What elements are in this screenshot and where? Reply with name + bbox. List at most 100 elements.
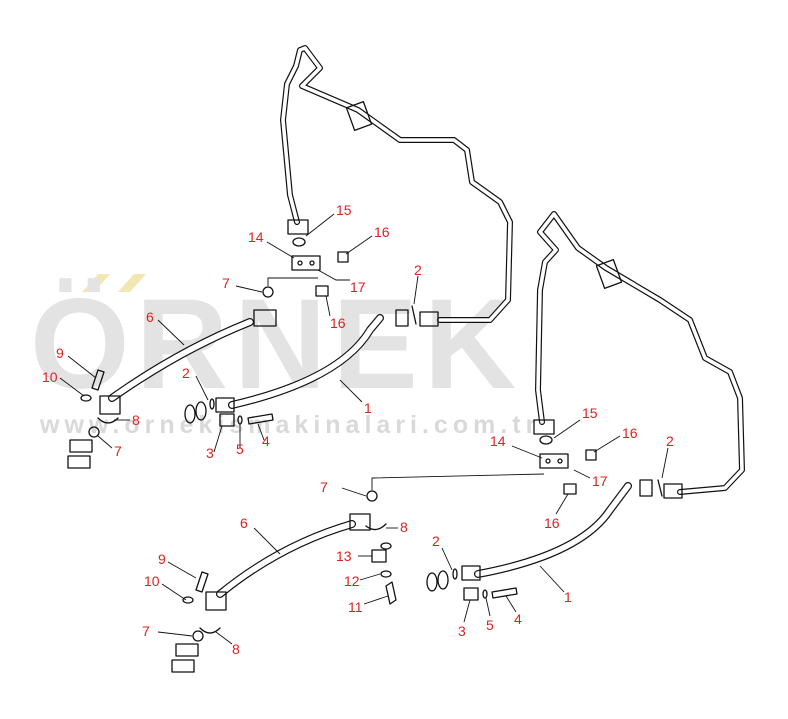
callout-6: 6: [146, 309, 154, 325]
leader: [441, 547, 453, 571]
lower-bolt-4: [491, 587, 518, 599]
leader: [157, 631, 193, 637]
leader: [463, 599, 471, 623]
watermark-dot-left: [82, 274, 110, 292]
upper-long-pipe: [280, 45, 513, 323]
callout-17: 17: [350, 279, 366, 295]
lower-plug-line: [371, 473, 545, 490]
lower-hose6-flange: [205, 591, 227, 611]
lower-pipe-end-flange: [533, 419, 555, 435]
callout-8: 8: [132, 412, 140, 428]
lower-oring-12: [380, 570, 392, 578]
lower-long-pipe: [535, 211, 745, 495]
leader: [553, 419, 581, 439]
callout-7: 7: [142, 623, 150, 639]
leader: [325, 295, 331, 317]
upper-block-hole: [297, 260, 303, 266]
upper-hose1-fitting: [215, 397, 235, 413]
callout-16: 16: [374, 224, 390, 240]
lower-hose-1: [474, 482, 632, 578]
leader: [363, 595, 389, 605]
lower-pipe-clamp: [595, 258, 623, 290]
leader: [253, 527, 281, 555]
upper-hose6-flange: [99, 395, 121, 415]
callout-7: 7: [320, 479, 328, 495]
leader: [167, 561, 197, 579]
upper-pipe-right-end: [419, 311, 439, 327]
callout-7: 7: [114, 443, 122, 459]
callout-17: 17: [592, 473, 608, 489]
leader: [215, 631, 233, 645]
leader: [213, 425, 223, 453]
lower-fitting-16b: [563, 483, 577, 495]
upper-gasket-plate: [184, 404, 196, 424]
leader: [97, 435, 113, 449]
lower-block-hole: [545, 458, 551, 464]
upper-block-14: [291, 255, 321, 271]
upper-clamp-8: [97, 417, 119, 424]
upper-washer-5: [237, 415, 243, 425]
upper-bolt-4: [247, 413, 274, 425]
upper-block-hole: [309, 260, 315, 266]
lower-pipe-right-end: [663, 483, 683, 499]
leader: [257, 423, 265, 441]
callout-11: 11: [348, 599, 363, 615]
upper-split-flange-3: [219, 413, 235, 427]
lower-plug-7: [366, 490, 378, 502]
callout-16: 16: [622, 425, 638, 441]
lower-washer-5: [482, 589, 488, 599]
lower-bolt-11: [385, 581, 397, 605]
callout-6: 6: [240, 515, 248, 531]
lower-fitting-16: [585, 449, 597, 461]
callout-7: 7: [222, 275, 230, 291]
upper-plate: [67, 455, 91, 469]
leader: [573, 469, 591, 479]
lower-plug-7b: [192, 630, 204, 642]
callout-1: 1: [364, 400, 372, 416]
leader: [539, 565, 565, 593]
leader: [511, 445, 543, 459]
callout-15: 15: [582, 405, 598, 421]
lower-gasket-2: [657, 479, 663, 497]
upper-gasket-2: [411, 305, 417, 325]
callout-5: 5: [486, 617, 494, 633]
lower-clamp-8b: [199, 627, 221, 634]
leader: [339, 379, 363, 403]
lower-bolt-9: [195, 571, 209, 593]
lower-washer-10: [182, 596, 194, 604]
callout-13: 13: [336, 548, 352, 564]
leader: [555, 493, 569, 515]
callout-5: 5: [236, 441, 244, 457]
callout-2: 2: [414, 262, 422, 278]
lower-assembly: 15 14 16 2 7 17 16 6 8 13 2 9 12 10 11 1…: [142, 211, 745, 673]
callout-2: 2: [182, 365, 190, 381]
upper-fitting-16: [337, 251, 349, 263]
leader: [266, 241, 295, 259]
upper-hose-end: [395, 309, 409, 327]
callout-15: 15: [336, 202, 352, 218]
lower-hose1-fitting: [461, 565, 481, 581]
lower-oring-15: [539, 435, 553, 445]
watermark-url: www.ornekismakinalari.com.tr: [39, 411, 540, 439]
leader: [413, 275, 419, 305]
callout-16: 16: [544, 515, 560, 531]
leader: [341, 487, 367, 497]
leader: [59, 377, 85, 397]
leader: [317, 269, 350, 281]
upper-bolt-9: [91, 369, 105, 391]
callout-9: 9: [158, 551, 166, 567]
lower-fitting-13: [371, 549, 387, 563]
callout-9: 9: [56, 345, 64, 361]
upper-hose-6: [108, 318, 254, 402]
upper-hose6-fitting: [253, 309, 277, 327]
upper-plug-7b: [88, 426, 100, 438]
lower-gasket-plate: [437, 570, 449, 590]
lower-split-flange-3: [463, 587, 479, 601]
leader: [485, 597, 491, 617]
callout-10: 10: [42, 369, 58, 385]
lower-block-hole: [557, 458, 563, 464]
upper-hose-1: [228, 314, 384, 409]
lower-hose6-fitting: [349, 513, 371, 531]
leader: [157, 319, 185, 346]
lower-hose-end: [639, 479, 653, 497]
